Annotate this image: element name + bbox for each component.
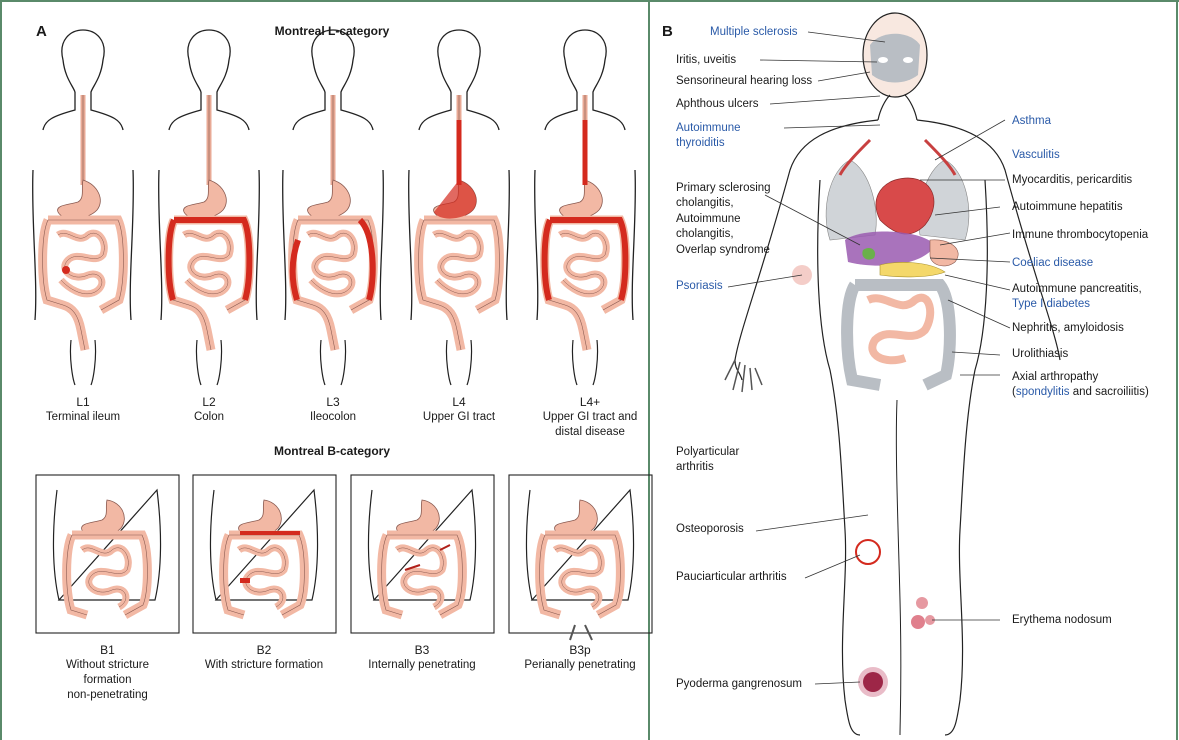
l4plus-caption: L4+ Upper GI tract and distal disease — [535, 395, 645, 440]
b2-caption: B2 With stricture formation — [194, 643, 334, 673]
b3p-caption: B3p Perianally penetrating — [510, 643, 650, 673]
label-aphthous-ulcers: Aphthous ulcers — [676, 97, 758, 112]
b3-desc: Internally penetrating — [356, 658, 488, 673]
l3-code: L3 — [293, 395, 373, 410]
panel-b-letter: B — [662, 23, 673, 40]
b1-caption: B1 Without stricture formation non-penet… — [50, 643, 165, 703]
b3p-figure — [509, 475, 652, 640]
label-hearing-loss: Sensorineural hearing loss — [676, 74, 812, 89]
label-nephritis: Nephritis, amyloidosis — [1012, 321, 1124, 336]
b3p-desc: Perianally penetrating — [510, 658, 650, 673]
l3-caption: L3 Ileocolon — [293, 395, 373, 425]
label-coeliac-disease: Coeliac disease — [1012, 256, 1093, 271]
label-asthma: Asthma — [1012, 114, 1051, 129]
label-psc-2: cholangitis, — [676, 196, 734, 211]
l4-figure — [409, 30, 510, 385]
label-psc-4: cholangitis, — [676, 227, 734, 242]
label-type1-diabetes: Type I diabetes — [1012, 297, 1090, 312]
b3-code: B3 — [356, 643, 488, 658]
l4plus-desc: Upper GI tract and — [535, 410, 645, 425]
label-psc-3: Autoimmune — [676, 212, 741, 227]
l1-caption: L1 Terminal ileum — [43, 395, 123, 425]
label-immune-thrombocytopenia: Immune thrombocytopenia — [1012, 228, 1148, 243]
l3-desc: Ileocolon — [293, 410, 373, 425]
label-spondylitis: spondylitis — [1016, 386, 1070, 398]
l4plus-desc2: distal disease — [535, 425, 645, 440]
label-psoriasis: Psoriasis — [676, 279, 723, 294]
b1-desc: Without stricture — [50, 658, 165, 673]
b1-figure — [36, 475, 179, 633]
label-pauciarticular-arthritis: Pauciarticular arthritis — [676, 570, 787, 585]
l4-caption: L4 Upper GI tract — [409, 395, 509, 425]
b1-desc3: non-penetrating — [50, 688, 165, 703]
l-category-title: Montreal L-category — [232, 24, 432, 38]
l4plus-figure — [535, 30, 636, 385]
label-autoimmune-hepatitis: Autoimmune hepatitis — [1012, 200, 1123, 215]
axial-rest: and sacroiliitis) — [1070, 386, 1149, 398]
label-psc-5: Overlap syndrome — [676, 243, 770, 258]
label-axial-detail: (spondylitis and sacroiliitis) — [1012, 385, 1149, 400]
b3-caption: B3 Internally penetrating — [356, 643, 488, 673]
l2-code: L2 — [169, 395, 249, 410]
l1-desc: Terminal ileum — [43, 410, 123, 425]
label-iritis: Iritis, uveitis — [676, 53, 736, 68]
b2-code: B2 — [194, 643, 334, 658]
l4-code: L4 — [409, 395, 509, 410]
l1-code: L1 — [43, 395, 123, 410]
label-erythema-nodosum: Erythema nodosum — [1012, 613, 1112, 628]
b3-figure — [351, 475, 494, 633]
label-autoimmune-thyroiditis-2: thyroiditis — [676, 136, 725, 151]
label-autoimmune-pancreatitis: Autoimmune pancreatitis, — [1012, 282, 1142, 297]
label-polyarticular-1: Polyarticular — [676, 445, 739, 460]
label-osteoporosis: Osteoporosis — [676, 522, 744, 537]
label-pyoderma-gangrenosum: Pyoderma gangrenosum — [676, 677, 802, 692]
label-myocarditis: Myocarditis, pericarditis — [1012, 173, 1132, 188]
b2-figure — [193, 475, 336, 633]
label-axial-arthropathy: Axial arthropathy — [1012, 370, 1098, 385]
b1-code: B1 — [50, 643, 165, 658]
b1-desc2: formation — [50, 673, 165, 688]
l3-figure — [283, 30, 384, 385]
l2-desc: Colon — [169, 410, 249, 425]
label-multiple-sclerosis: Multiple sclerosis — [710, 25, 798, 40]
b3p-code: B3p — [510, 643, 650, 658]
l4-desc: Upper GI tract — [409, 410, 509, 425]
label-vasculitis: Vasculitis — [1012, 148, 1060, 163]
label-urolithiasis: Urolithiasis — [1012, 347, 1068, 362]
label-psc-1: Primary sclerosing — [676, 181, 771, 196]
b-category-title: Montreal B-category — [232, 444, 432, 458]
l2-caption: L2 Colon — [169, 395, 249, 425]
l2-figure — [159, 30, 260, 385]
l4plus-code: L4+ — [535, 395, 645, 410]
panel-a-letter: A — [36, 23, 47, 40]
l1-figure — [33, 30, 134, 385]
body-figure — [725, 13, 1060, 735]
label-polyarticular-2: arthritis — [676, 460, 714, 475]
b2-desc: With stricture formation — [194, 658, 334, 673]
label-autoimmune-thyroiditis-1: Autoimmune — [676, 121, 741, 136]
